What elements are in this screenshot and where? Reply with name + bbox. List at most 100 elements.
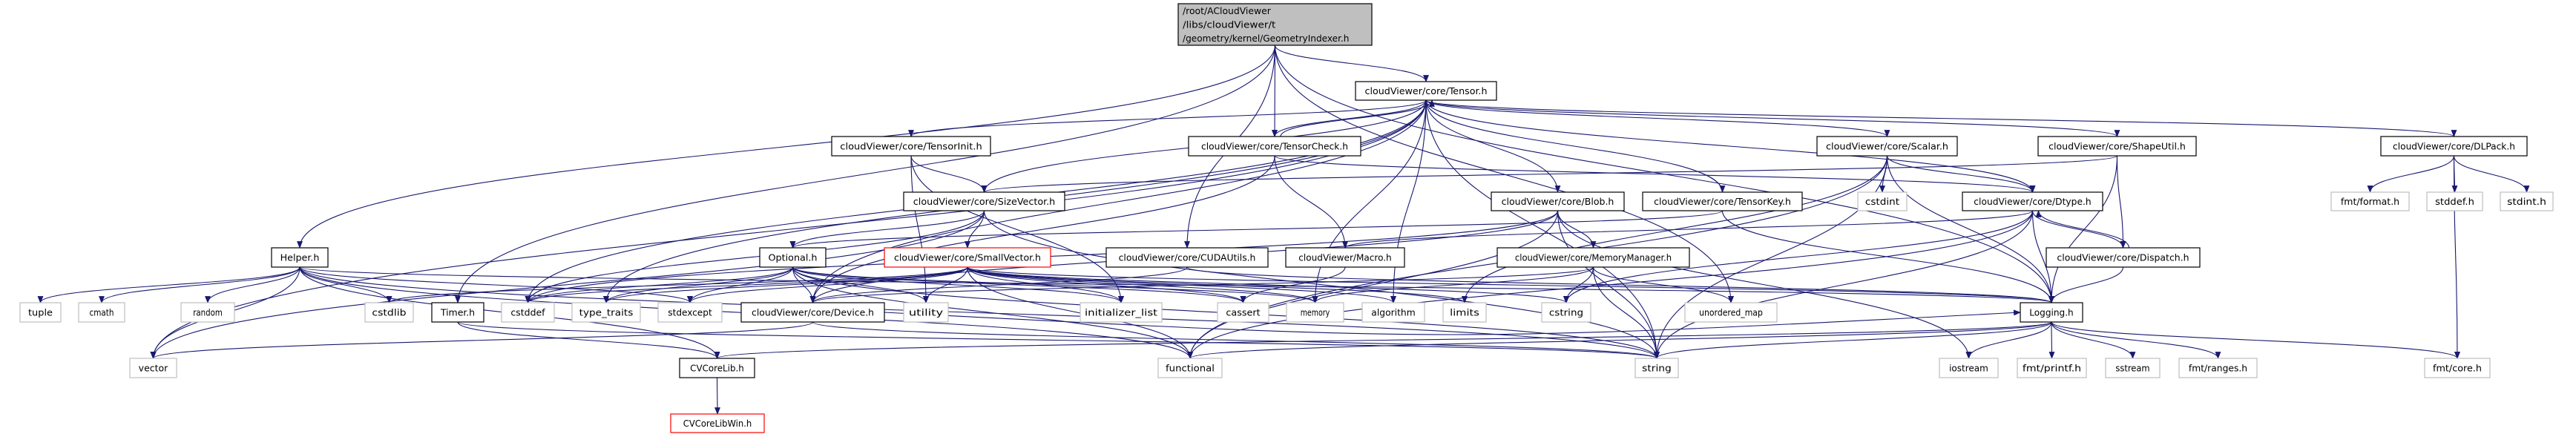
edge-memorymanager-to-memory xyxy=(1312,266,1594,303)
node-label: vector xyxy=(139,364,168,374)
edge-optional-to-initializer_list xyxy=(792,266,1124,303)
node-cudautils[interactable]: cloudViewer/core/CUDAUtils.h xyxy=(1105,247,1269,268)
node-cstring: cstring xyxy=(1541,302,1591,323)
node-string: string xyxy=(1634,358,1679,378)
edge-root-to-timer xyxy=(455,45,1276,303)
edge-sizevector-to-string xyxy=(983,210,1660,359)
node-helper[interactable]: Helper.h xyxy=(271,247,329,268)
node-cvcorelibwin[interactable]: CVCoreLibWin.h xyxy=(670,413,765,433)
node-label: cloudViewer/core/Device.h xyxy=(752,308,874,318)
edge-dtype-to-cstring xyxy=(1563,210,2034,303)
node-label: utility xyxy=(909,308,944,318)
node-box xyxy=(501,302,555,323)
edge-tensorcheck-to-dtype xyxy=(1274,155,2036,193)
node-label: sstream xyxy=(2115,364,2149,374)
edge-helper-to-cmath xyxy=(99,266,300,303)
node-box xyxy=(2426,191,2483,211)
node-label: cmath xyxy=(90,308,114,318)
node-scalar[interactable]: cloudViewer/core/Scalar.h xyxy=(1816,136,1958,157)
node-label: cstdint xyxy=(1865,197,1899,207)
edge-tensor-to-algorithm xyxy=(1390,99,1427,303)
edge-sizevector-to-vector xyxy=(150,210,985,359)
node-box xyxy=(1541,302,1591,323)
node-box xyxy=(129,358,177,378)
node-optional[interactable]: Optional.h xyxy=(759,247,827,268)
edge-cudautils-to-logging xyxy=(1186,266,2054,303)
node-tensorinit[interactable]: cloudViewer/core/TensorInit.h xyxy=(831,136,991,157)
node-label: CVCoreLibWin.h xyxy=(683,418,752,429)
node-timer[interactable]: Timer.h xyxy=(431,302,484,323)
node-label: tuple xyxy=(28,308,53,318)
node-root[interactable]: /root/ACloudViewer/libs/cloudViewer/t/ge… xyxy=(1177,3,1373,46)
node-box xyxy=(884,247,1051,268)
node-label: Optional.h xyxy=(769,253,818,263)
node-shapeutil[interactable]: cloudViewer/core/ShapeUtil.h xyxy=(2037,136,2197,157)
node-logging[interactable]: Logging.h xyxy=(2020,302,2083,323)
node-box xyxy=(1105,247,1269,268)
node-label: functional xyxy=(1166,364,1215,374)
node-label: stdint.h xyxy=(2507,197,2546,207)
node-box xyxy=(1361,302,1425,323)
node-label: cloudViewer/core/CUDAUtils.h xyxy=(1119,253,1256,263)
node-label: /geometry/kernel/GeometryIndexer.h xyxy=(1183,33,1349,44)
edge-tensor-to-device xyxy=(809,99,1427,303)
edge-dlpack-to-stdinth xyxy=(2453,155,2530,193)
node-box xyxy=(2380,136,2528,157)
edge-cvcorelib-to-cvcorelibwin xyxy=(714,377,720,415)
node-label: cloudViewer/core/TensorKey.h xyxy=(1654,197,1791,207)
node-fmtformat: fmt/format.h xyxy=(2330,191,2410,211)
edge-helper-to-random xyxy=(205,266,300,303)
node-macro[interactable]: cloudViewer/Macro.h xyxy=(1285,247,1405,268)
node-box xyxy=(1442,302,1487,323)
node-box xyxy=(1491,191,1625,211)
edge-logging-to-cvcorelib xyxy=(714,321,2052,359)
node-iostream: iostream xyxy=(1939,358,1999,378)
edge-tensorcheck-to-macro xyxy=(1274,155,1348,249)
node-device[interactable]: cloudViewer/core/Device.h xyxy=(740,302,885,323)
node-tensorcheck[interactable]: cloudViewer/core/TensorCheck.h xyxy=(1188,136,1361,157)
node-box xyxy=(1157,358,1223,378)
edge-tensor-to-tensorkey xyxy=(1425,99,1726,193)
edge-smallvector-to-cstring xyxy=(967,266,1569,303)
node-dispatch[interactable]: cloudViewer/core/Dispatch.h xyxy=(2046,247,2201,268)
edge-timer-to-cvcorelib xyxy=(457,321,720,359)
edge-device-to-logging xyxy=(884,309,2021,335)
node-label: Helper.h xyxy=(280,253,320,263)
edge-smallvector-to-cstddef xyxy=(525,266,968,303)
node-box xyxy=(759,247,827,268)
edge-smallvector-to-cstdlib xyxy=(386,266,968,303)
node-sizevector[interactable]: cloudViewer/core/SizeVector.h xyxy=(903,191,1065,211)
edge-cudautils-to-device xyxy=(809,266,1188,303)
node-tuple: tuple xyxy=(19,302,62,323)
node-label: cloudViewer/core/MemoryManager.h xyxy=(1515,253,1672,263)
node-box xyxy=(1816,136,1958,157)
node-memorymanager[interactable]: cloudViewer/core/MemoryManager.h xyxy=(1496,247,1690,268)
node-box xyxy=(903,302,949,323)
node-dlpack[interactable]: cloudViewer/core/DLPack.h xyxy=(2380,136,2528,157)
node-tensor[interactable]: cloudViewer/core/Tensor.h xyxy=(1355,81,1497,101)
node-label: CVCoreLib.h xyxy=(690,364,744,374)
edge-tensor-to-scalar xyxy=(1425,99,1890,137)
node-smallvector[interactable]: cloudViewer/core/SmallVector.h xyxy=(884,247,1051,268)
node-tensorkey[interactable]: cloudViewer/core/TensorKey.h xyxy=(1642,191,1803,211)
edge-tensor-to-tensorcheck xyxy=(1272,99,1427,137)
edge-tensor-to-shapeutil xyxy=(1425,99,2120,137)
node-box xyxy=(670,413,765,433)
node-box xyxy=(2330,191,2410,211)
node-unordered_map: unordered_map xyxy=(1684,302,1778,323)
edge-tensorkey-to-optional xyxy=(789,210,1724,249)
edge-optional-to-cstddef xyxy=(525,266,794,303)
node-vector: vector xyxy=(129,358,177,378)
edge-tensorinit-to-initializer_list xyxy=(910,155,1124,303)
edge-dlpack-to-fmtcore xyxy=(2453,155,2460,359)
node-dtype[interactable]: cloudViewer/core/Dtype.h xyxy=(1962,191,2103,211)
node-cvcorelib[interactable]: CVCoreLib.h xyxy=(679,358,755,378)
edge-logging-to-fmtranges xyxy=(2051,321,2221,359)
node-blob[interactable]: cloudViewer/core/Blob.h xyxy=(1491,191,1625,211)
node-label: cloudViewer/core/SizeVector.h xyxy=(913,197,1055,207)
node-cassert: cassert xyxy=(1217,302,1269,323)
node-type_traits: type_traits xyxy=(571,302,641,323)
node-cmath: cmath xyxy=(78,302,125,323)
edge-smallvector-to-cassert xyxy=(967,266,1246,303)
